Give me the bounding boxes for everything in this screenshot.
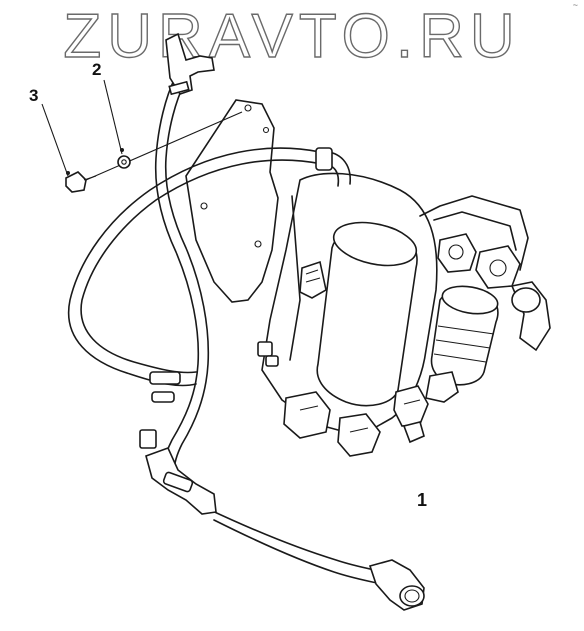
callout-label-1: 1 xyxy=(417,490,428,510)
leader-line-3 xyxy=(41,103,69,177)
site-watermark: ZURAVTO.RU xyxy=(63,1,521,71)
washer xyxy=(117,155,131,169)
small-clamp xyxy=(402,421,425,444)
housing-clamp xyxy=(257,341,273,357)
bracket-hole xyxy=(254,240,262,248)
pump-bottom-outlet xyxy=(337,413,381,457)
mounting-bracket xyxy=(185,99,279,303)
top-fitting-mid xyxy=(475,245,521,289)
callout-label-2: 2 xyxy=(92,60,102,79)
pump-bottom-fitting xyxy=(283,391,331,439)
bolt xyxy=(65,171,87,193)
hose-clamp-mid2 xyxy=(139,429,157,449)
hose-clamp-loop xyxy=(149,371,181,385)
fuel-hose-lower-outline xyxy=(213,519,389,587)
bolt-axis-line xyxy=(85,111,243,181)
fuel-hose-main-outline xyxy=(164,81,210,483)
callout-label-3: 3 xyxy=(29,86,39,105)
hose-clamp-mid xyxy=(151,391,175,403)
water-separator-drain xyxy=(425,371,459,403)
outlet-opening xyxy=(399,585,425,607)
fuel-hose-main xyxy=(154,77,200,483)
corner-mark: ~ xyxy=(572,0,578,10)
bracket-hole xyxy=(244,104,252,112)
bracket-hole xyxy=(200,202,208,210)
hose-clamp-top xyxy=(168,80,190,96)
filter-housing xyxy=(261,172,438,437)
fuel-hose-loop xyxy=(67,147,321,387)
fuel-hose-lower xyxy=(205,507,393,575)
bracket-hole xyxy=(262,126,270,134)
fuel-hose-loop-outline xyxy=(80,159,323,374)
hose-clamp-lower xyxy=(162,471,194,493)
hose-clamp-upper xyxy=(315,147,333,171)
top-fitting-left xyxy=(437,233,477,273)
leader-line-2 xyxy=(103,79,123,155)
pump-side-fitting xyxy=(393,385,429,427)
fuel-pump-top-cap xyxy=(332,221,418,267)
